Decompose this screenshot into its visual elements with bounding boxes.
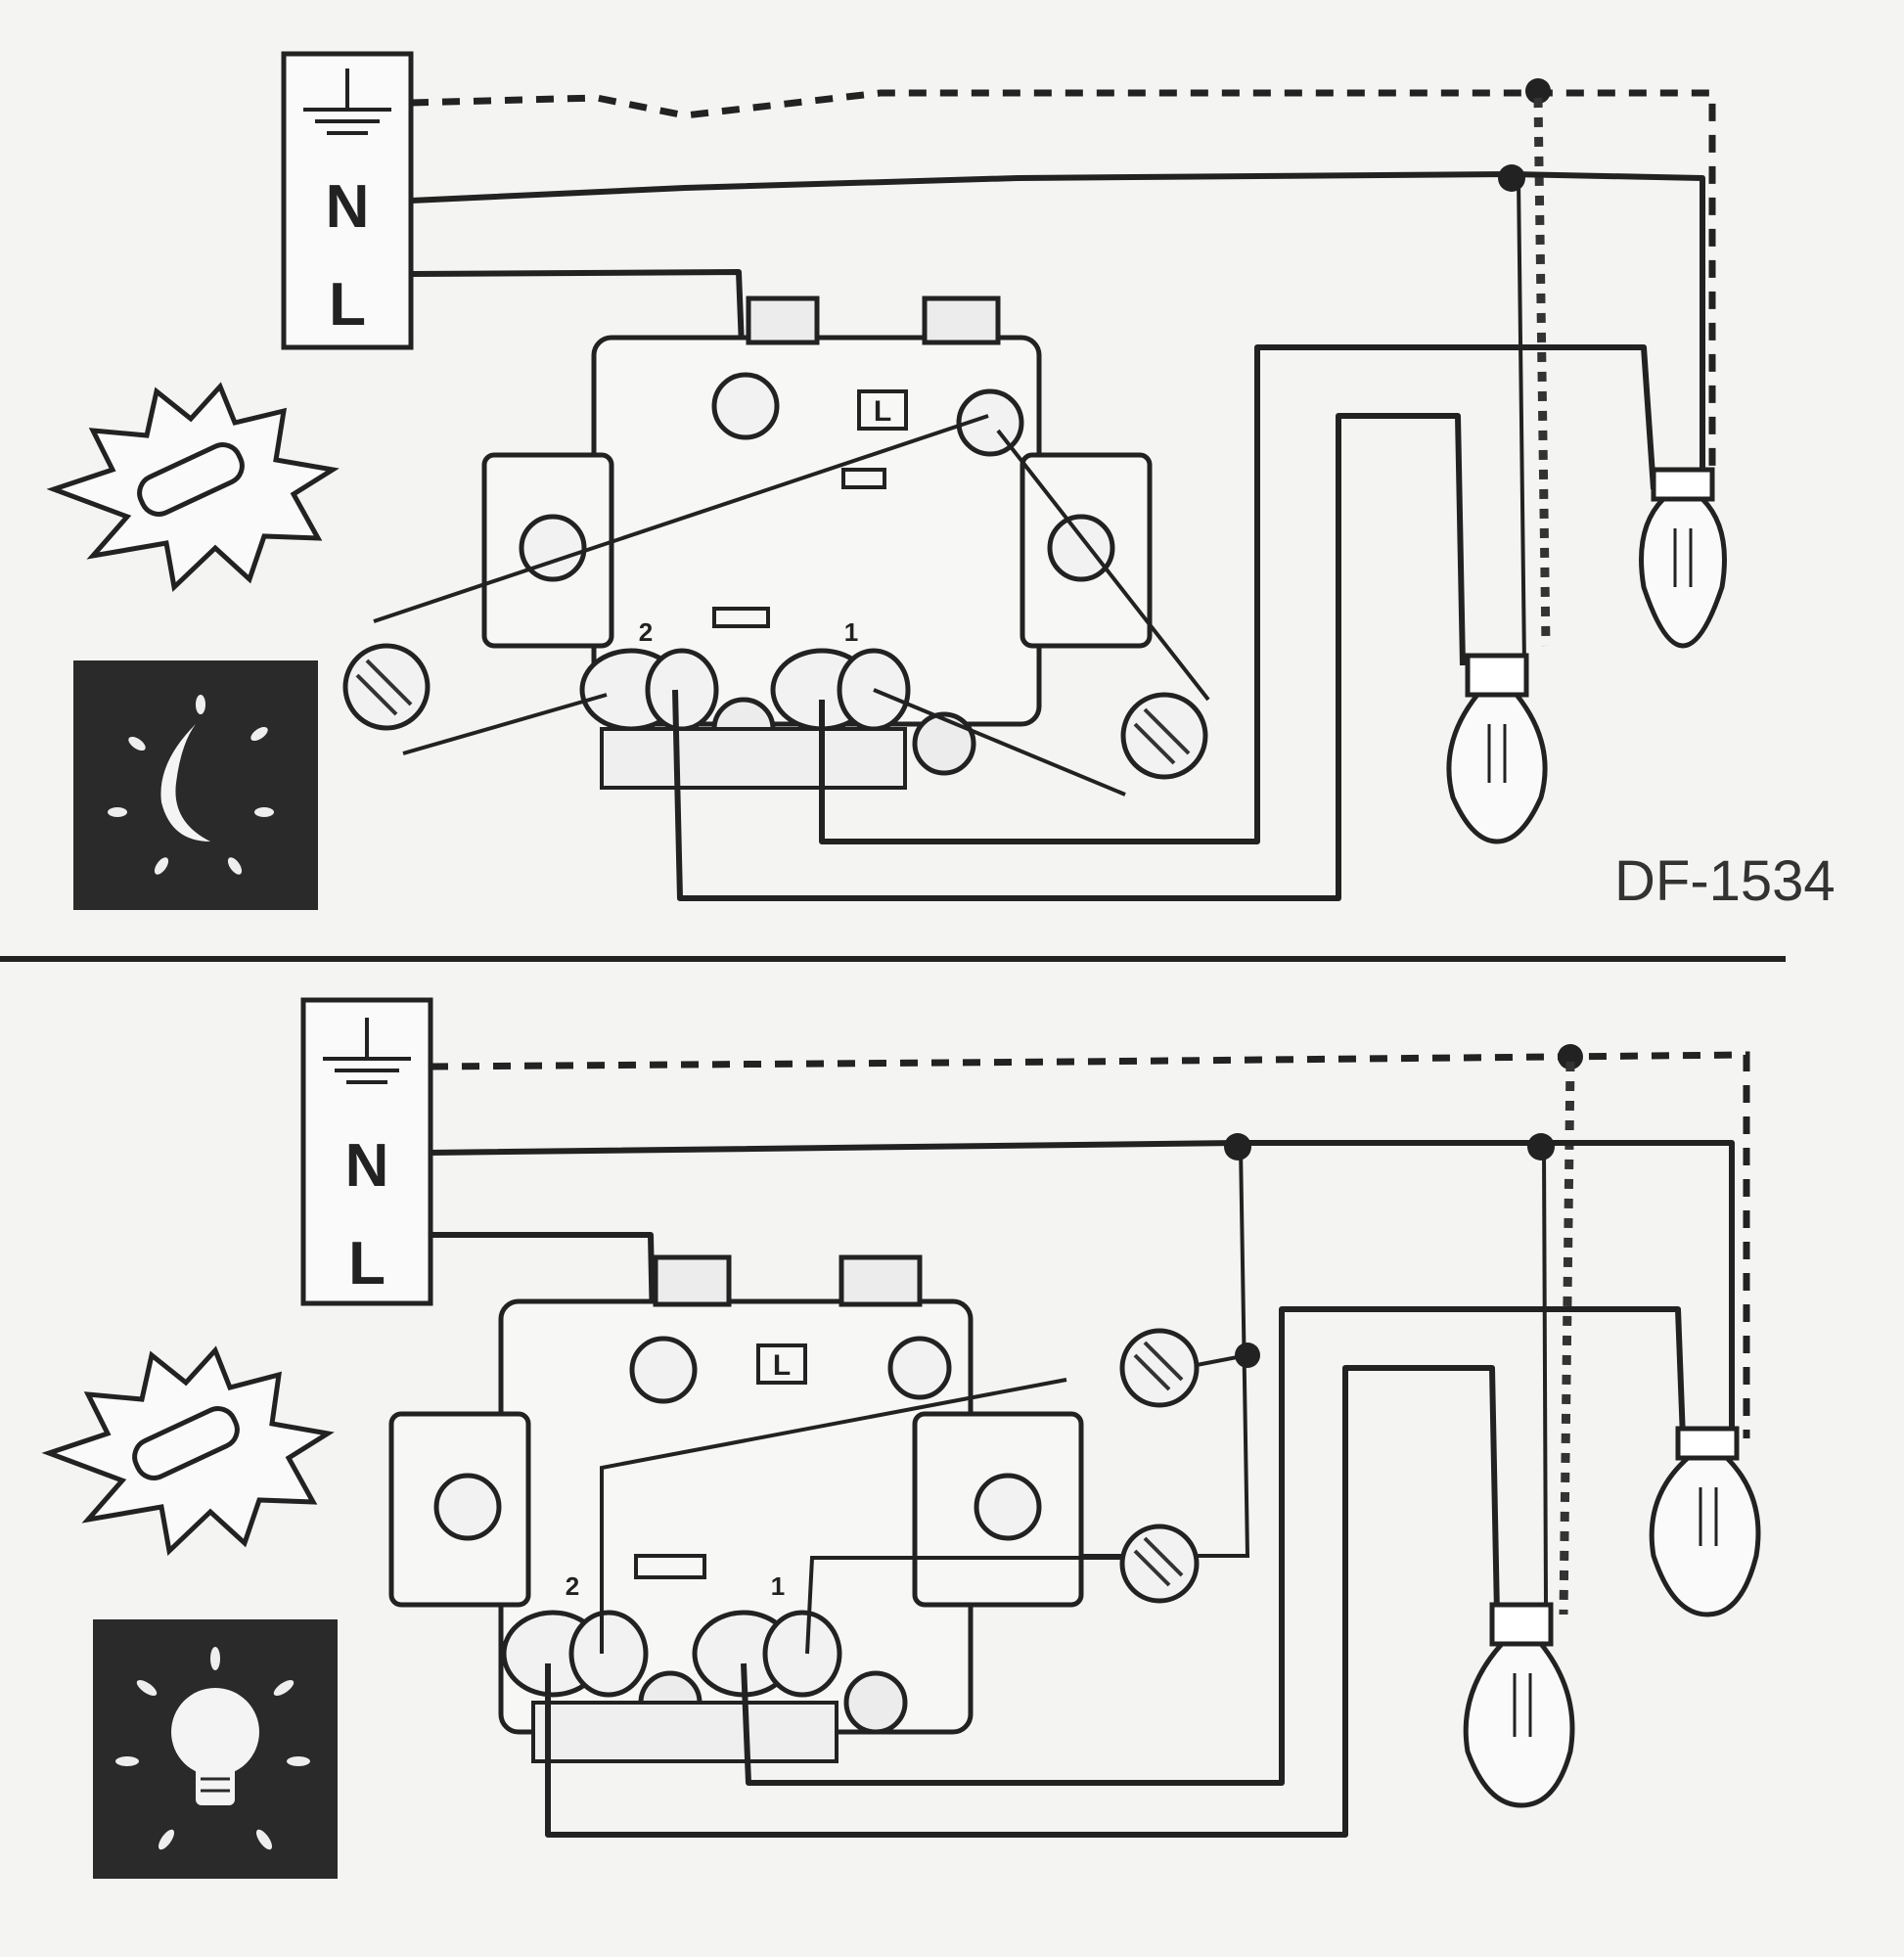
live-label: L bbox=[348, 1230, 385, 1297]
live-label: L bbox=[329, 271, 366, 339]
bulb-icon bbox=[1463, 1602, 1575, 1808]
sensor-lead-top-3 bbox=[402, 693, 608, 755]
sensor-lead-top-1 bbox=[373, 414, 989, 623]
bulb-icon bbox=[93, 1619, 338, 1879]
ground-junction-top bbox=[1525, 78, 1551, 104]
ground-drop-bottom bbox=[1559, 1061, 1575, 1616]
terminal-2-label: 2 bbox=[566, 1571, 579, 1601]
sensor-lead-top-4 bbox=[873, 688, 1126, 796]
neutral-wire-top bbox=[410, 171, 1705, 470]
load-wire-inner-bottom bbox=[545, 1365, 1500, 1838]
model-code: DF-1534 bbox=[1614, 849, 1836, 913]
switch-body-top: L 2 1 bbox=[481, 296, 1153, 790]
diagram-bottom: N L L bbox=[41, 997, 1761, 1879]
supply-box-top: N L bbox=[281, 51, 414, 350]
load-wire-inner-top bbox=[672, 413, 1466, 901]
neutral-junction-bottom-1 bbox=[1224, 1133, 1251, 1161]
sensor-disc-right-top bbox=[1120, 692, 1208, 780]
ground-icon bbox=[323, 1018, 411, 1084]
bulb-icon bbox=[1649, 1426, 1761, 1617]
load-wire-outer-top bbox=[819, 344, 1656, 844]
sensor-lead-bottom-1 bbox=[1196, 1353, 1248, 1367]
neutral-junction-bottom-2 bbox=[1527, 1133, 1555, 1161]
ground-drop-top bbox=[1533, 97, 1551, 647]
neutral-label: N bbox=[345, 1132, 389, 1200]
moon-icon bbox=[73, 660, 318, 910]
sensor-disc-lower-bottom bbox=[1119, 1524, 1200, 1604]
bulb-icon bbox=[1446, 653, 1548, 844]
load-wire-outer-bottom bbox=[741, 1306, 1686, 1786]
switch-body-bottom: L 2 1 bbox=[388, 1254, 1084, 1763]
switch-center-label: L bbox=[874, 395, 891, 428]
sun-lamp-icon bbox=[46, 382, 340, 593]
ground-icon bbox=[303, 68, 391, 135]
sensor-disc-upper-bottom bbox=[1119, 1328, 1200, 1408]
switch-center-label: L bbox=[773, 1349, 791, 1382]
neutral-label: N bbox=[326, 173, 370, 241]
neutral-drop-top bbox=[1517, 177, 1526, 666]
terminal-2-label: 2 bbox=[639, 617, 653, 647]
neutral-junction-top bbox=[1498, 164, 1525, 192]
ground-wire-bottom bbox=[430, 1051, 1750, 1438]
sensor-disc-left-top bbox=[342, 643, 431, 731]
sensor-lead-bottom-2 bbox=[600, 1378, 1067, 1654]
bulb-icon bbox=[1639, 467, 1727, 649]
neutral-drop-bottom-2 bbox=[1542, 1146, 1548, 1606]
supply-box-bottom: N L bbox=[300, 997, 433, 1306]
sun-lamp-icon bbox=[41, 1345, 335, 1557]
terminal-1-label: 1 bbox=[844, 617, 858, 647]
diagram-top: N L L bbox=[46, 51, 1836, 913]
sensor-lead-bottom-3 bbox=[805, 1556, 1122, 1655]
sensor-lead-top-2 bbox=[996, 429, 1210, 702]
ground-junction-bottom bbox=[1558, 1044, 1583, 1070]
terminal-1-label: 1 bbox=[771, 1571, 785, 1601]
